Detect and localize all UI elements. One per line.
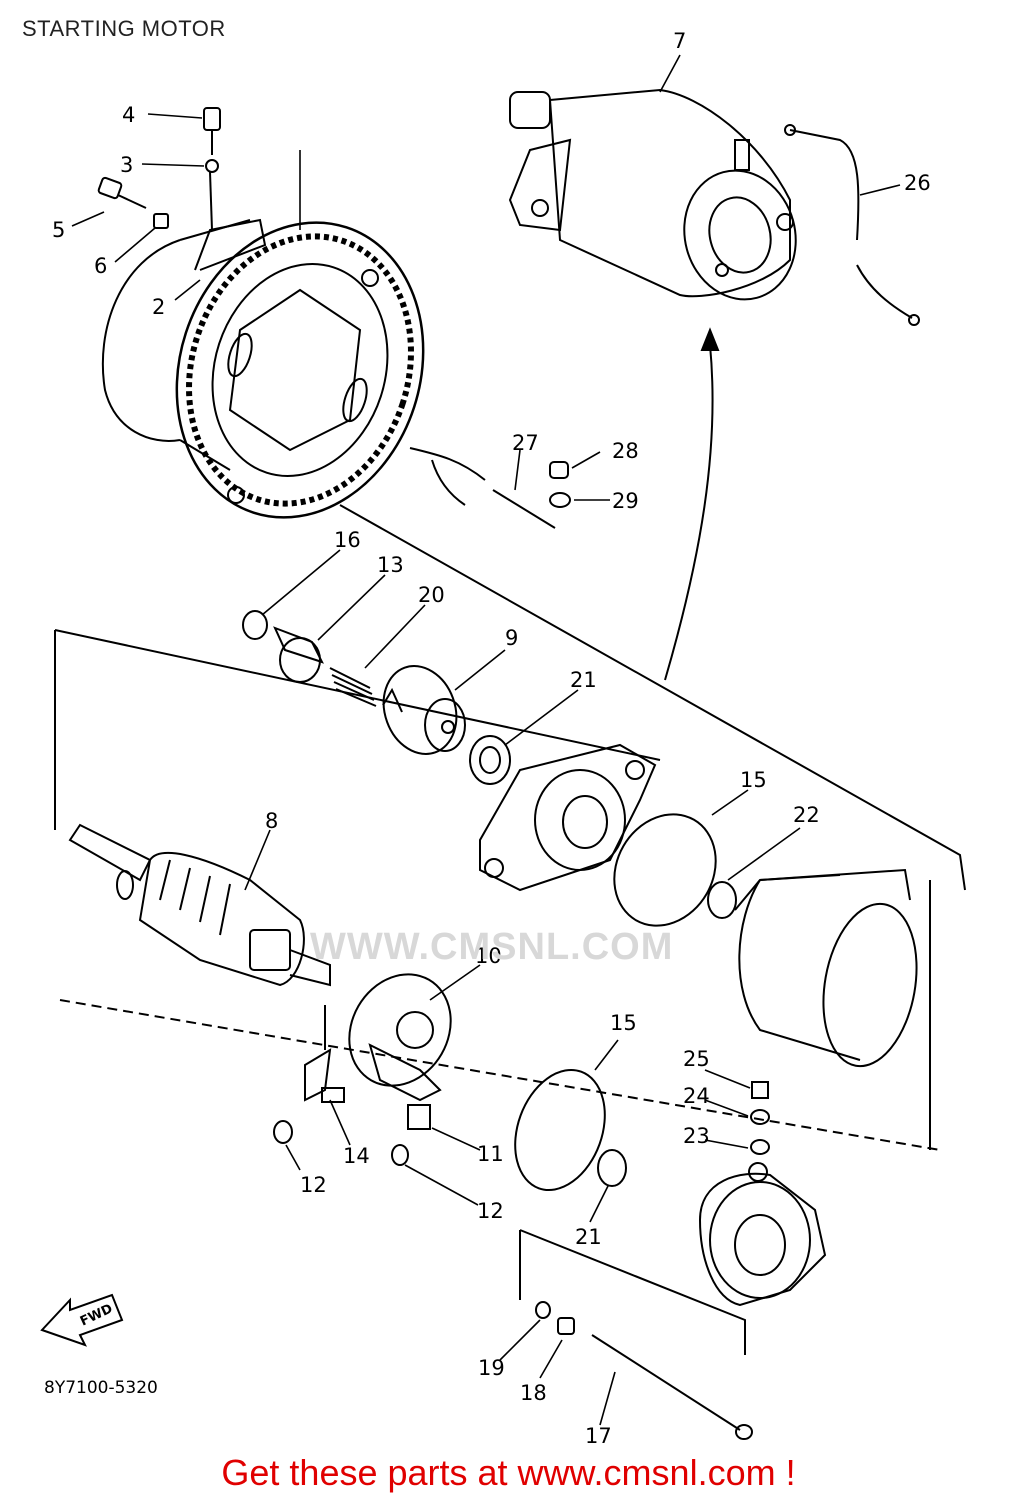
callout-26: 26: [904, 171, 931, 195]
callout-14: 14: [343, 1144, 370, 1168]
leader-lines: [71, 54, 901, 1426]
washer-lower: [597, 1149, 627, 1187]
front-cover-group: [469, 735, 918, 1068]
callout-13: 13: [377, 553, 404, 577]
through-bolt: [535, 1301, 753, 1440]
callout-27: 27: [512, 431, 539, 455]
fasteners-top: [97, 107, 221, 231]
lead-wire: [784, 124, 920, 326]
callout-23: 23: [683, 1124, 710, 1148]
callout-22: 22: [793, 803, 820, 827]
callout-5: 5: [52, 218, 65, 242]
callout-7: 7: [673, 29, 686, 53]
starting-motor-assembled: [508, 88, 797, 301]
callout-17: 17: [585, 1424, 612, 1448]
callout-24: 24: [683, 1084, 710, 1108]
watermark: WWW.CMSNL.COM: [310, 926, 674, 968]
lead-27-and-nuts: [409, 447, 571, 529]
rear-cover-group: [698, 1081, 827, 1307]
callout-20: 20: [418, 583, 445, 607]
callout-12-right: 12: [477, 1199, 504, 1223]
callout-15-lower: 15: [610, 1011, 637, 1035]
callout-28: 28: [612, 439, 639, 463]
assembly-arrow: [664, 344, 714, 681]
fwd-arrow-icon: [40, 1293, 124, 1347]
callout-21-lower: 21: [575, 1225, 602, 1249]
armature: [68, 823, 331, 987]
callout-25: 25: [683, 1047, 710, 1071]
callout-numbers: 4 3 5 6 2 7 26 27 28 29 16 13 20 9 21 15…: [52, 29, 931, 1448]
footer-link[interactable]: Get these parts at www.cmsnl.com !: [221, 1452, 796, 1493]
exploded-boundary: [54, 504, 966, 1355]
callout-9: 9: [505, 626, 518, 650]
callout-21-upper: 21: [570, 668, 597, 692]
callout-29: 29: [612, 489, 639, 513]
callout-15-upper: 15: [740, 768, 767, 792]
callout-10: 10: [475, 944, 502, 968]
brush-holder: [273, 973, 452, 1166]
callout-11: 11: [477, 1142, 504, 1166]
callout-8: 8: [265, 809, 278, 833]
callout-3: 3: [120, 153, 133, 177]
callout-2: 2: [152, 295, 165, 319]
callout-16: 16: [334, 528, 361, 552]
o-ring-lower: [514, 1068, 606, 1192]
pinion-parts: [242, 610, 466, 755]
page-title: STARTING MOTOR: [22, 16, 226, 41]
callout-19: 19: [478, 1356, 505, 1380]
diagram-code: 8Y7100-5320: [44, 1378, 158, 1398]
callout-6: 6: [94, 254, 107, 278]
starter-clutch-gear: [101, 218, 425, 519]
callout-18: 18: [520, 1381, 547, 1405]
callout-4: 4: [122, 103, 135, 127]
callout-12-left: 12: [300, 1173, 327, 1197]
